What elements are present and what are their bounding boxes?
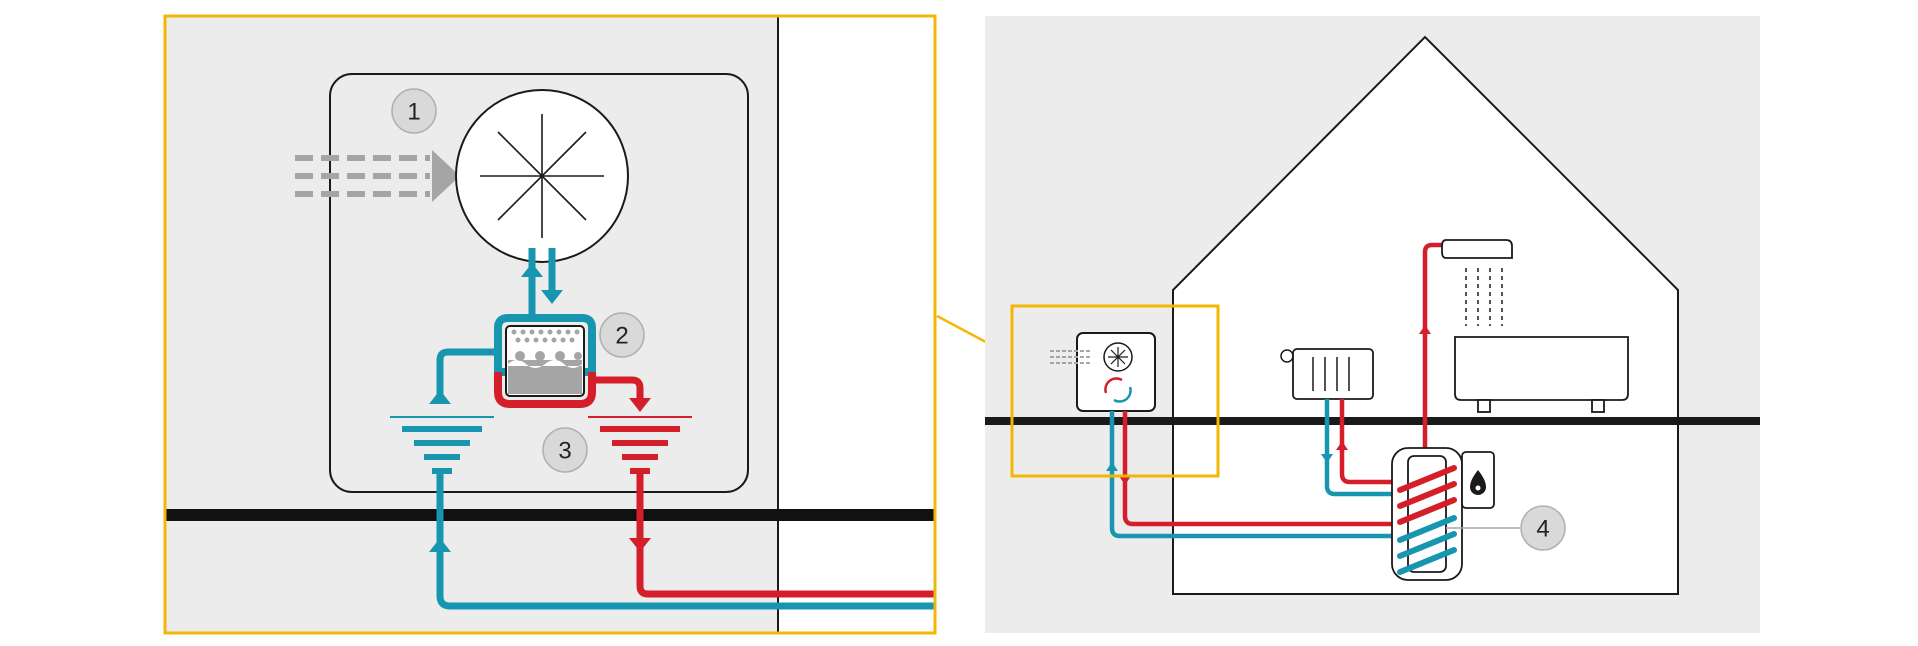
overview-ground-line: [985, 417, 1760, 425]
radiator-return-pipe: [1324, 399, 1402, 497]
arrow-down-icon: [1119, 476, 1131, 485]
airflow-arrows-small: [1050, 350, 1090, 364]
cold-pipe-lower: [436, 474, 935, 610]
overview-highlight-box: [1010, 304, 1220, 478]
callout-4: 4: [1520, 505, 1566, 551]
cycle-arrows-icon: [1104, 377, 1132, 403]
arrow-up-icon: [429, 538, 451, 552]
heat-pump-unit-small: [1076, 332, 1156, 412]
hot-water-riser-pipe: [1422, 242, 1446, 448]
arrow-down-icon: [629, 538, 651, 552]
bathtub-icon: [1454, 336, 1629, 413]
radiator-icon: [1280, 348, 1374, 400]
hot-pipe-upper: [592, 376, 644, 406]
detail-panel: 1 2: [163, 14, 937, 635]
arrow-up-icon: [1419, 325, 1431, 334]
svg-text:1: 1: [407, 99, 420, 126]
arrow-down-icon: [541, 290, 563, 304]
cold-pipe-upper: [436, 348, 498, 402]
detail-highlight-frame: [163, 14, 937, 635]
fan-refrigerant-pipes: [528, 248, 556, 322]
callout-1: 1: [391, 88, 437, 134]
hot-pipe-lower: [636, 474, 935, 598]
detail-ground-line: [165, 509, 935, 521]
arrow-up-icon: [1336, 441, 1348, 450]
arrow-up-icon: [1106, 462, 1118, 471]
hot-water-tank: [1391, 447, 1463, 581]
overview-cold-pipe: [1109, 411, 1402, 539]
hot-ground-exchanger-icon: [588, 416, 692, 474]
callout-2: 2: [599, 312, 645, 358]
callout-3: 3: [542, 427, 588, 473]
heat-exchanger-icon: [494, 314, 596, 408]
airflow-arrows: [295, 150, 460, 202]
arrow-down-icon: [629, 398, 651, 412]
arrow-up-icon: [521, 263, 543, 277]
arrow-up-icon: [429, 390, 451, 404]
arrow-down-icon: [1321, 454, 1333, 463]
fan-icon: [1103, 342, 1133, 372]
cold-ground-exchanger-icon: [390, 416, 494, 474]
overview-panel: 4: [985, 16, 1760, 633]
svg-text:4: 4: [1536, 516, 1549, 543]
radiator-supply-pipe: [1339, 399, 1402, 485]
fan-icon: [455, 89, 629, 263]
detail-panel-indoor-area: [778, 16, 935, 633]
flame-icon: [1461, 451, 1495, 509]
svg-text:2: 2: [615, 323, 628, 350]
svg-text:3: 3: [558, 438, 571, 465]
overview-hot-pipe: [1122, 411, 1402, 527]
shower-icon: [1441, 239, 1513, 326]
